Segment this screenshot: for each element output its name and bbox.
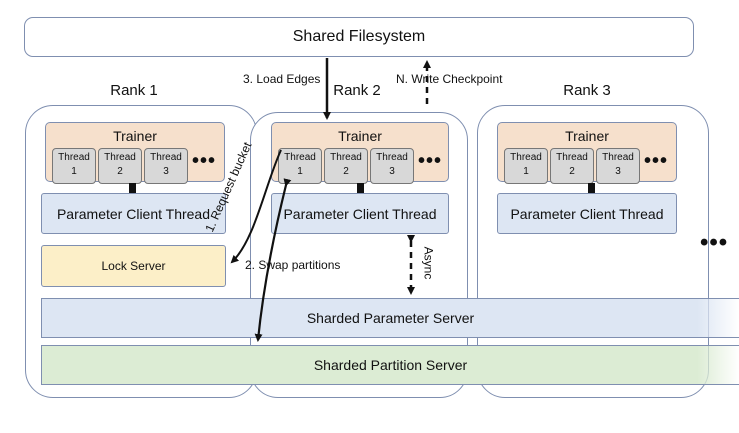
swap-partitions-label: 2. Swap partitions [245,258,341,272]
parameter-client-label: Parameter Client Thread [56,205,211,222]
shared-filesystem-label: Shared Filesystem [292,28,426,45]
thread-2-box: Thread 2 [98,148,142,184]
sharded-parameter-server-box: Sharded Parameter Server [41,298,739,338]
trainer-title: Trainer [113,128,157,144]
rank-1-parameter-client-thread: Parameter Client Thread [41,193,226,234]
rank-3-trainer: Trainer Thread 1 Thread 2 Thread 3 ••• [497,122,677,184]
thread-1-box: Thread 1 [52,148,96,184]
rank-2-title: Rank 2 [333,82,381,99]
lock-server-box: Lock Server [41,245,226,287]
rank-3-parameter-client-thread: Parameter Client Thread [497,193,677,234]
sharded-partition-server-box: Sharded Partition Server [41,345,739,385]
rank-1-connector [129,183,136,193]
thread-2-box: Thread 2 [550,148,594,184]
rank-1-trainer: Trainer Thread 1 Thread 2 Thread 3 ••• [45,122,225,184]
async-label: Async [421,246,436,280]
thread-3-box: Thread 3 [370,148,414,184]
sharded-partition-server-label: Sharded Partition Server [313,357,468,373]
load-edges-label: 3. Load Edges [243,72,321,86]
trainer-title: Trainer [338,128,382,144]
thread-3-box: Thread 3 [144,148,188,184]
threads-ellipsis: ••• [418,150,443,172]
swap-partitions-arrow [254,178,292,342]
write-checkpoint-label: N. Write Checkpoint [396,72,503,86]
parameter-client-label: Parameter Client Thread [510,205,664,222]
more-ranks-ellipsis: ••• [700,229,729,256]
threads-ellipsis: ••• [192,150,217,172]
threads-ellipsis: ••• [644,150,669,172]
trainer-title: Trainer [565,128,609,144]
rank-1-title: Rank 1 [110,82,158,99]
thread-2-box: Thread 2 [324,148,368,184]
rank-2-connector [357,183,364,193]
parameter-client-label: Parameter Client Thread [283,205,437,222]
thread-1-box: Thread 1 [278,148,322,184]
thread-1-box: Thread 1 [504,148,548,184]
rank-3-title: Rank 3 [563,82,611,99]
sharded-parameter-server-label: Sharded Parameter Server [306,310,475,326]
thread-3-box: Thread 3 [596,148,640,184]
lock-server-label: Lock Server [101,259,166,273]
rank-3-connector [588,183,595,193]
rank-2-trainer: Trainer Thread 1 Thread 2 Thread 3 ••• [271,122,449,184]
shared-filesystem-box: Shared Filesystem [24,17,694,57]
